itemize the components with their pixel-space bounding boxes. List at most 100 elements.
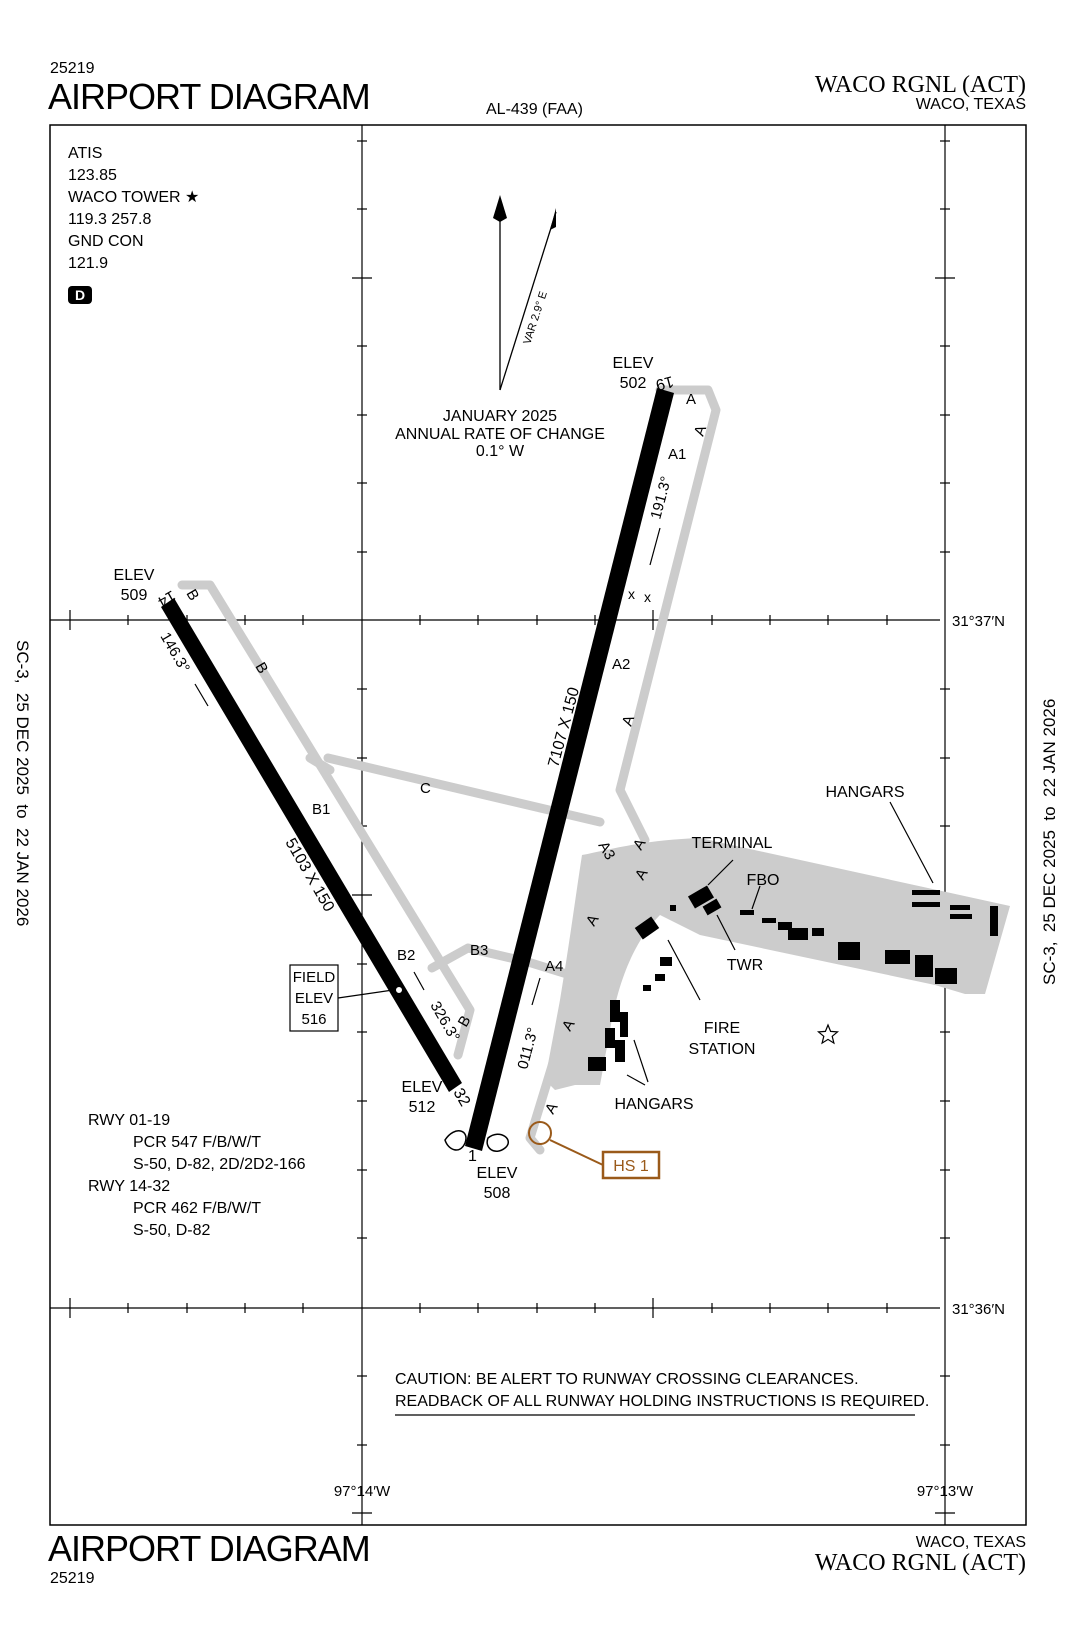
buildings [588,885,998,1071]
city-bottom: WACO, TEXAS [915,1534,1026,1551]
chart-code-top: 25219 [50,60,95,77]
hangars-ne-label: HANGARS [825,784,904,801]
hangar-ne-3 [950,905,970,910]
procedure-id: AL-439 (FAA) [486,101,583,118]
rwy19-hdg: 191.3° [647,475,675,521]
fbo-building-1 [778,922,792,930]
twy-label-20: C [420,780,431,797]
lon-east: 97°13′W [917,1483,974,1500]
twr-building [702,898,722,916]
atis-label: ATIS [68,145,102,162]
gnd-freq: 121.9 [68,255,108,272]
fbo-dash-2 [762,918,776,923]
field-elev-box [289,964,339,1032]
magvar-date: JANUARY 2025 [443,408,557,425]
hangar-e1 [838,942,860,960]
page-title-top: AIRPORT DIAGRAM [48,76,371,117]
field-elev-point [395,986,403,994]
twy-label-3: A1 [668,446,686,463]
field-elev-l2: ELEV [295,990,333,1007]
rwy0119-info: RWY 01-19 [88,1112,170,1129]
apron [545,838,1010,1090]
d-atis-badge [68,286,92,304]
hangars-s-label: HANGARS [614,1096,693,1113]
magnetic-arrow-icon [550,208,556,230]
pcr0119-info: PCR 547 F/B/W/T [133,1134,261,1151]
rwy01-elev: 508 [484,1185,511,1202]
rwy19-num: 19 [654,372,676,393]
field-elev-leader [337,989,394,999]
hangar-s5 [588,1057,606,1071]
twy-label-5: A2 [612,656,630,673]
hangar-ne-1 [912,890,940,895]
lon-west: 97°14′W [334,1483,391,1500]
rwy32-elev: 512 [409,1099,436,1116]
rwy14-num: 14 [154,587,178,611]
hold-mark-2: x [644,589,651,605]
rwy19-elev: 502 [620,375,647,392]
caution-line2: READBACK OF ALL RUNWAY HOLDING INSTRUCTI… [395,1393,929,1410]
twy-label-1: A [686,391,696,408]
wt1432-info: S-50, D-82 [133,1222,210,1239]
rwy32-num: 32 [450,1086,474,1110]
hotspot-box [601,1150,661,1180]
hangar-ne-2 [912,902,940,907]
field-elev-l3: 516 [301,1011,326,1028]
map-frame [49,124,1027,1526]
fire-station-building [634,916,660,940]
rwy1432-info: RWY 14-32 [88,1178,170,1195]
small-building-4 [643,985,651,991]
latlon-grid [50,125,946,1525]
pcr1432-info: PCR 462 F/B/W/T [133,1200,261,1217]
rwy14-elev: 509 [121,587,148,604]
rwy32-elev-label: ELEV [402,1079,443,1096]
twy-label-12: A [542,1100,562,1117]
hangar-s4 [615,1040,625,1062]
small-building-2 [660,957,672,966]
runway-14-32 [161,598,462,1092]
caution-line1: CAUTION: BE ALERT TO RUNWAY CROSSING CLE… [395,1371,859,1388]
hotspot-leader [549,1139,604,1166]
airport-name-top: WACO RGNL (ACT) [814,72,1026,98]
twy-label-11: A4 [545,958,563,975]
twy-label-8: A3 [595,839,619,863]
twy-label-17: B2 [397,947,415,964]
magnetic-north-line [499,211,557,391]
hangar-ne-4 [950,914,972,919]
rwy01-hdg: 011.3° [514,1026,541,1071]
magvar-rate: 0.1° W [476,443,525,460]
rwy14-hdg-arrow [194,683,209,707]
fbo-dash-1 [740,910,754,915]
terminal-building [687,885,715,909]
north-arrow-icon [493,195,507,222]
wt0119-info: S-50, D-82, 2D/2D2-166 [133,1156,306,1173]
tower-freq: 119.3 257.8 [68,211,151,228]
hangar-e4 [935,968,957,984]
taxiway-b1-connector [305,753,335,775]
rwy32-hdg-arrow [413,971,425,991]
rwy19-hdg-arrow [649,527,661,566]
hangar-s1 [610,1000,620,1022]
taxiway-b3 [427,943,575,980]
hangar-e3 [915,955,933,977]
rwy14-elev-label: ELEV [114,567,155,584]
grid-ticks [69,140,955,1514]
twy-label-16: B1 [312,801,330,818]
leader-lines [626,801,934,1086]
rwy19-elev-label: ELEV [613,355,654,372]
beacon-star-icon [816,1023,840,1045]
fbo-label: FBO [747,872,780,889]
small-building-1 [670,905,676,911]
gnd-label: GND CON [68,233,144,250]
hangar-s2 [620,1012,628,1037]
fbo-building-3 [812,928,824,936]
page-title-bottom: AIRPORT DIAGRAM [48,1528,371,1569]
d-badge-text: D [75,287,85,303]
tower-label: WACO TOWER ★ [68,189,199,206]
airport-name-bottom: WACO RGNL (ACT) [814,1550,1026,1576]
hangar-ne-5 [990,906,998,936]
rwy01-elev-label: ELEV [477,1165,518,1182]
rwy01-num: 1 [468,1148,477,1165]
hold-mark-1: x [628,586,635,602]
fire-label-1: FIRE [704,1020,740,1037]
